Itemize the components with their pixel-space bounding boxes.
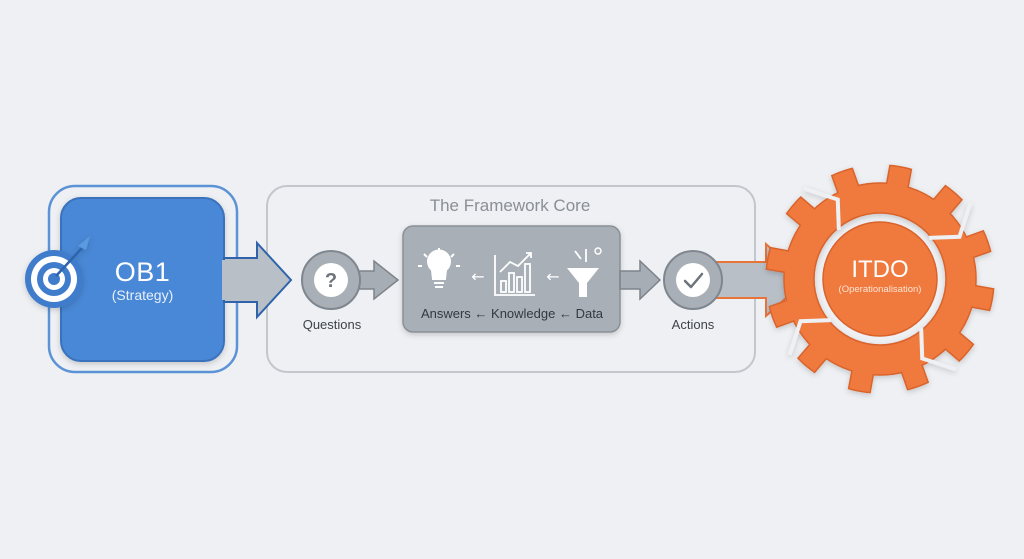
gear-segment-divider <box>787 318 832 356</box>
framework-core-title: The Framework Core <box>429 196 591 215</box>
lightbulb-icon <box>418 248 460 288</box>
questions-label: Questions <box>302 317 362 332</box>
actions-label: Actions <box>671 317 715 332</box>
gear-segment-divider <box>803 186 841 231</box>
strategy-subtitle: (Strategy) <box>111 287 174 303</box>
arrow-pipeline-to-actions <box>619 259 662 301</box>
operationalisation-title: ITDO <box>851 256 909 283</box>
gear-icon <box>765 164 995 394</box>
target-icon <box>25 236 90 308</box>
arrow-data-to-knowledge-icon: ← <box>546 267 559 286</box>
checkmark-icon <box>683 272 704 289</box>
gear-body <box>765 164 995 394</box>
gear-segment-divider <box>919 327 957 372</box>
funnel-icon <box>567 247 602 297</box>
operationalisation-subtitle: (Operationalisation) <box>838 284 922 295</box>
question-mark-icon: ? <box>325 270 337 292</box>
operationalisation-hub[interactable] <box>822 221 938 337</box>
arrow-strategy-to-questions <box>223 240 293 320</box>
pipeline-chain-label: Answers ← Knowledge ← Data <box>420 306 604 321</box>
bar-chart-trend-icon <box>494 252 535 296</box>
arrow-knowledge-to-answers-icon: ← <box>471 267 484 286</box>
gear-segment-divider <box>928 202 973 240</box>
strategy-title: OB1 <box>114 257 171 287</box>
